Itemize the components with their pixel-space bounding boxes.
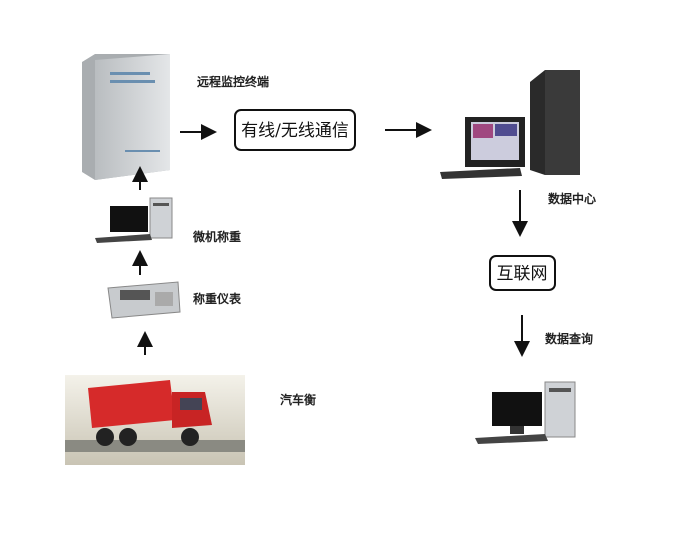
query-computer-icon: [475, 381, 576, 444]
truck-scale-image: [65, 375, 245, 465]
label-weighing-pc: 微机称重: [192, 229, 241, 244]
remote-terminal-cabinet: [82, 54, 170, 180]
label-instrument: 称重仪表: [193, 291, 242, 306]
weighing-instrument-icon: [107, 281, 181, 319]
label-datacenter: 数据中心: [548, 191, 596, 206]
label-truck-scale: 汽车衡: [280, 392, 316, 407]
datacenter-computer-icon: [440, 70, 580, 179]
internet-box: 互联网: [489, 255, 556, 291]
comm-box: 有线/无线通信: [234, 109, 356, 151]
label-query: 数据查询: [545, 331, 593, 346]
label-internet: 互联网: [497, 264, 548, 284]
label-comm: 有线/无线通信: [241, 121, 349, 141]
weighing-pc-icon: [95, 197, 173, 243]
label-remote-terminal: 远程监控终端: [197, 74, 269, 89]
